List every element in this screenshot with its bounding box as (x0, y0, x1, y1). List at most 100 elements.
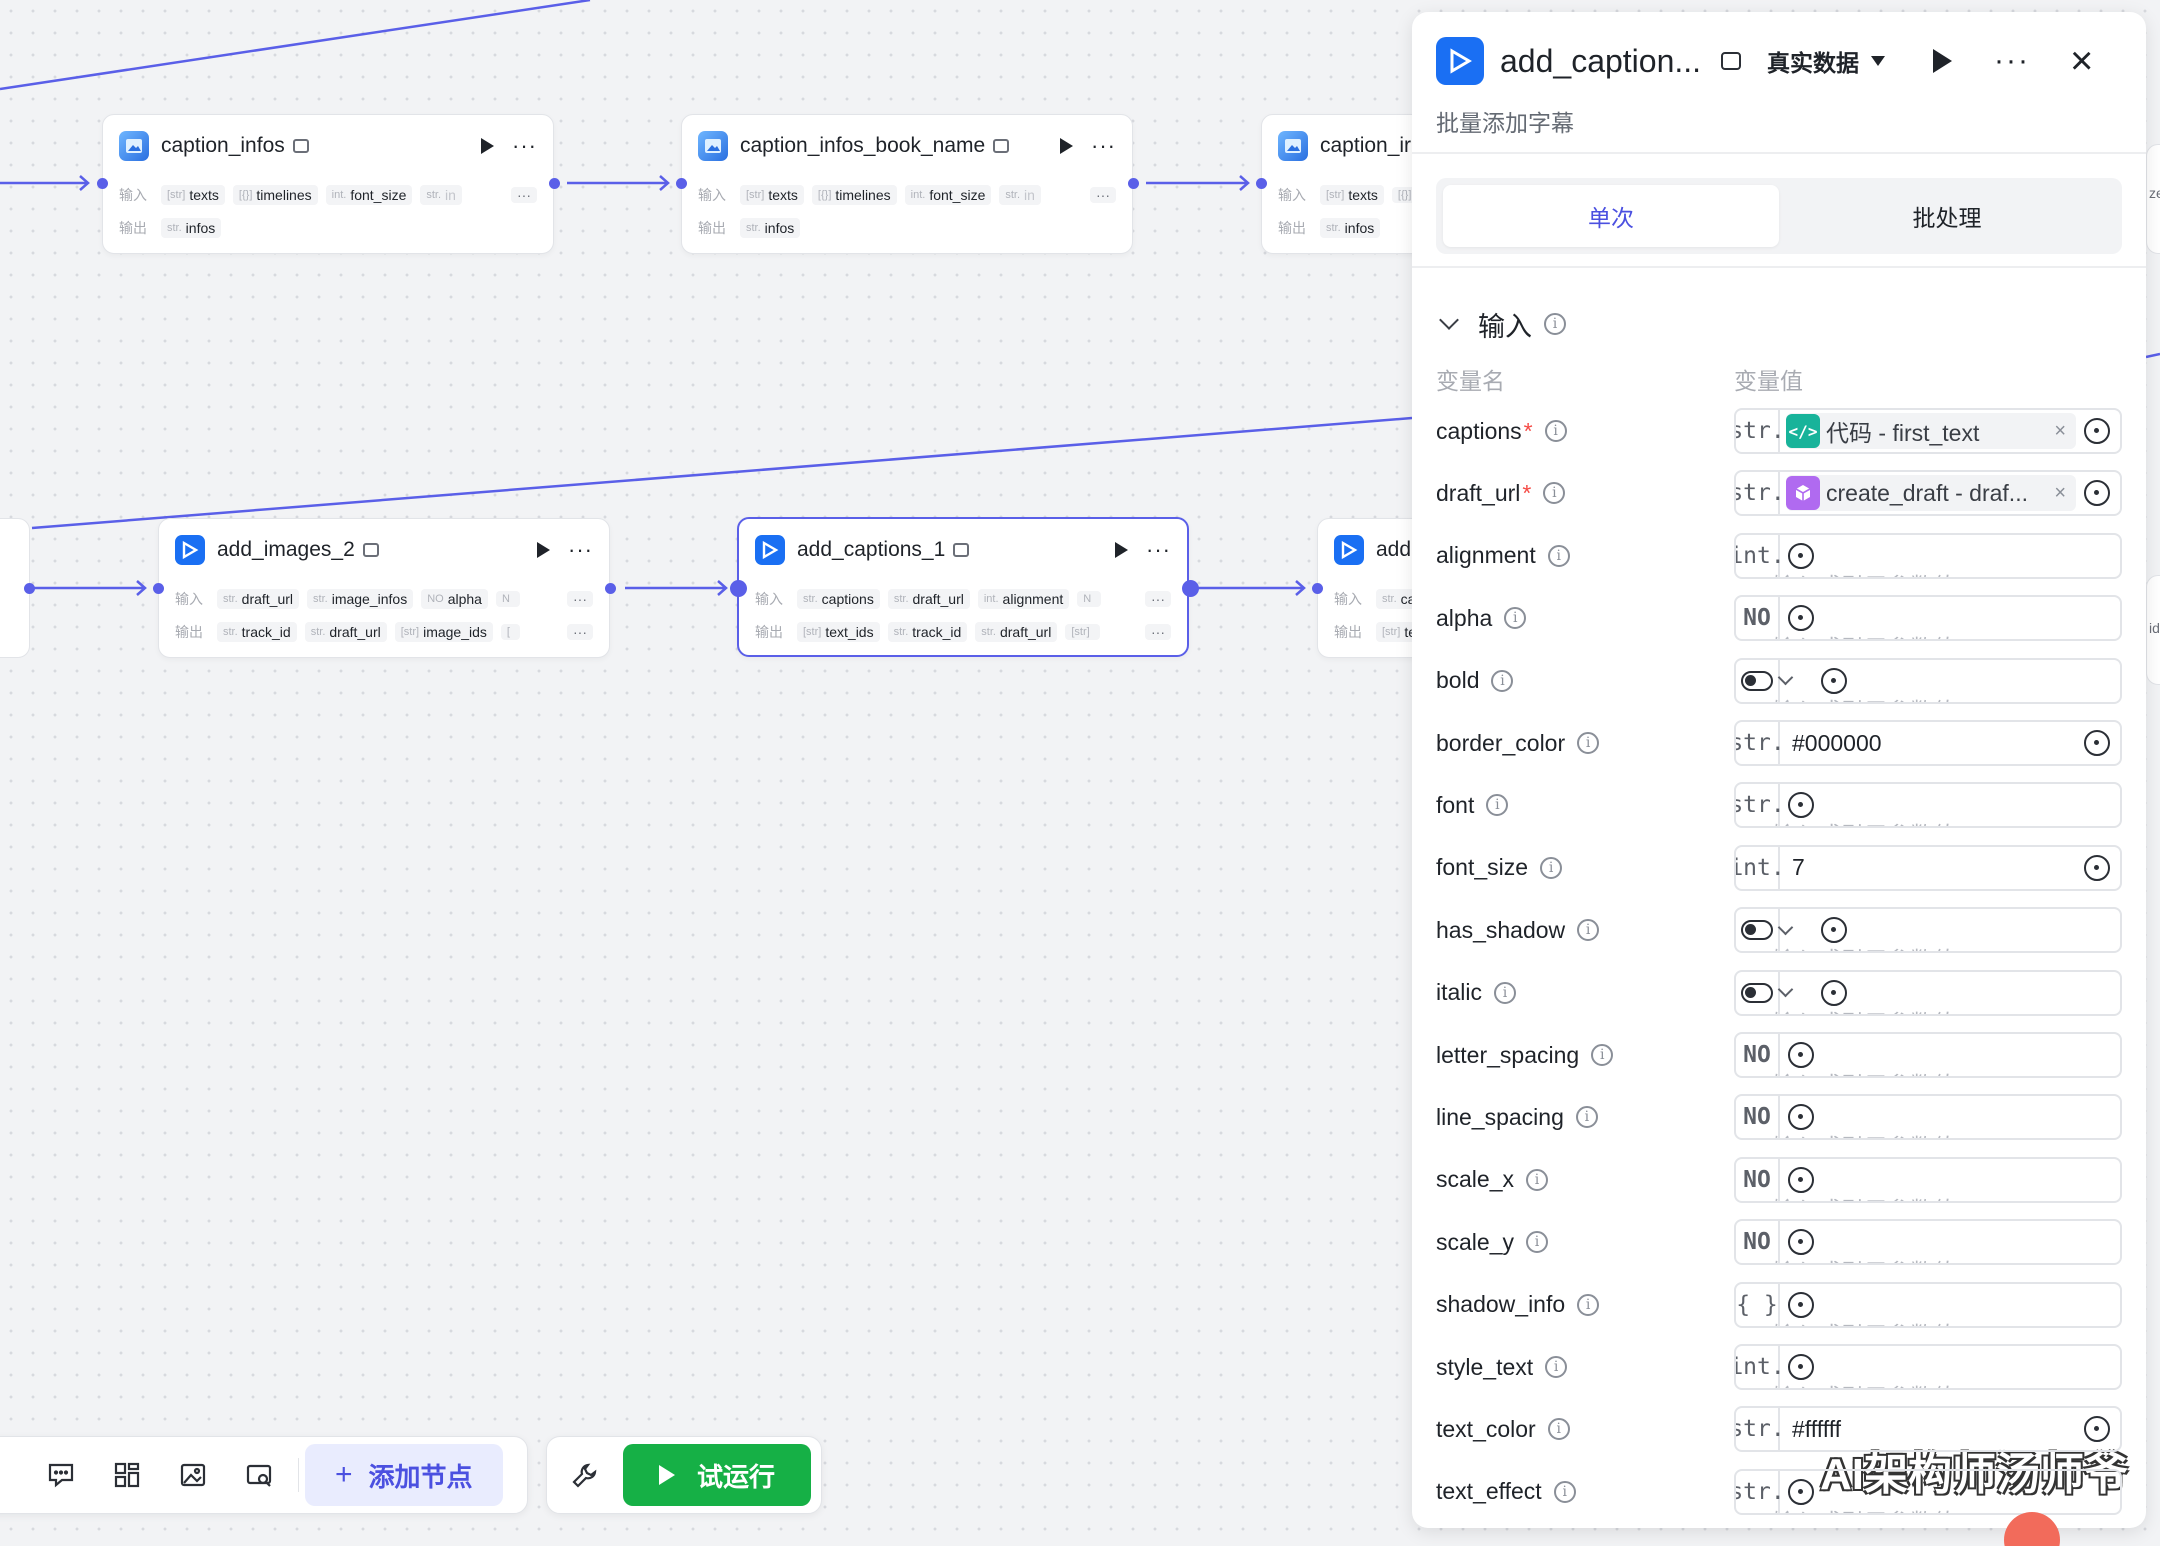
info-icon[interactable]: i (1577, 732, 1600, 754)
chevron-down-icon[interactable] (1439, 310, 1459, 330)
param-field[interactable]: int.输入或引用参数值 (1734, 532, 2122, 579)
param-field[interactable]: str.</>代码 - first_text× (1734, 408, 2122, 454)
param-value-input[interactable]: 输入或引用参数值 (1760, 684, 2096, 702)
reference-target-icon[interactable] (1788, 1104, 1814, 1131)
reference-target-icon[interactable] (1788, 1478, 1814, 1505)
param-value-input[interactable]: 输入或引用参数值 (1760, 808, 2096, 826)
grid-icon[interactable] (107, 1455, 147, 1495)
more-params-button[interactable]: ··· (567, 591, 593, 607)
run-node-icon[interactable] (1060, 138, 1074, 154)
port-out[interactable] (24, 583, 35, 594)
reference-target-icon[interactable] (1788, 792, 1814, 819)
node-add-images-2[interactable]: add_images_2 ··· 输入 str.draft_url str.im… (158, 518, 610, 658)
node-peek-right-mid[interactable]: ids (2146, 575, 2160, 685)
reference-chip[interactable]: create_draft - draf...× (1786, 475, 2076, 512)
reference-target-icon[interactable] (1788, 605, 1814, 632)
more-icon[interactable]: ··· (568, 537, 593, 562)
param-field[interactable]: { }输入或引用参数值 (1734, 1281, 2122, 1328)
param-field[interactable]: 输入或引用参数值 (1734, 969, 2122, 1016)
info-icon[interactable]: i (1547, 544, 1570, 567)
more-params-button[interactable]: ··· (1145, 624, 1171, 640)
param-value-input[interactable]: 输入或引用参数值 (1760, 1370, 2096, 1388)
info-icon[interactable]: i (1544, 313, 1566, 335)
port-in[interactable] (153, 583, 164, 594)
info-icon[interactable]: i (1543, 482, 1566, 505)
image-icon[interactable] (173, 1455, 213, 1495)
param-value-input[interactable]: 输入或引用参数值 (1760, 1245, 2096, 1263)
more-icon[interactable]: ··· (1091, 133, 1116, 158)
info-icon[interactable]: i (1544, 420, 1567, 442)
param-value-input[interactable]: 输入或引用参数值 (1760, 1183, 2096, 1201)
info-icon[interactable]: i (1494, 981, 1517, 1004)
more-params-button[interactable]: ··· (1090, 187, 1116, 203)
param-value-input[interactable]: 输入或引用参数值 (1760, 1308, 2096, 1326)
reference-target-icon[interactable] (1788, 1042, 1814, 1068)
more-icon[interactable]: ··· (512, 133, 537, 158)
reference-target-icon[interactable] (2084, 480, 2110, 507)
data-mode-select[interactable]: 真实数据 (1767, 50, 1860, 76)
param-field[interactable]: NO输入或引用参数值 (1734, 1032, 2122, 1078)
info-icon[interactable]: i (1504, 607, 1527, 630)
info-icon[interactable]: i (1547, 1418, 1570, 1441)
more-params-button[interactable]: ··· (567, 624, 593, 640)
reference-target-icon[interactable] (1788, 1291, 1814, 1318)
info-icon[interactable]: i (1545, 1356, 1568, 1378)
info-icon[interactable]: i (1486, 794, 1509, 817)
reference-target-icon[interactable] (1821, 979, 1847, 1006)
reference-target-icon[interactable] (1821, 667, 1847, 694)
param-value-input[interactable]: 7 (1792, 854, 1805, 881)
param-field[interactable]: 输入或引用参数值 (1734, 907, 2122, 954)
port-in[interactable] (1256, 178, 1267, 189)
reference-target-icon[interactable] (2084, 854, 2110, 881)
param-value-input[interactable]: #ffffff (1792, 1415, 1842, 1442)
param-value-input[interactable]: #000000 (1792, 729, 1882, 756)
param-value-input[interactable]: 输入或引用参数值 (1760, 933, 2096, 951)
more-params-button[interactable]: ··· (511, 187, 537, 203)
info-icon[interactable]: i (1591, 1044, 1614, 1066)
param-field[interactable]: int.7 (1734, 844, 2122, 891)
info-icon[interactable]: i (1540, 856, 1563, 879)
info-icon[interactable]: i (1525, 1168, 1548, 1191)
param-field[interactable]: NO输入或引用参数值 (1734, 595, 2122, 642)
comment-icon[interactable] (41, 1455, 81, 1495)
reference-target-icon[interactable] (2084, 1416, 2110, 1443)
info-icon[interactable]: i (1575, 1106, 1598, 1129)
port-out[interactable] (605, 583, 616, 594)
port-in[interactable] (97, 178, 108, 189)
reference-target-icon[interactable] (1788, 1166, 1814, 1193)
wrench-icon[interactable] (565, 1455, 605, 1495)
port-out[interactable] (1128, 178, 1139, 189)
port-out[interactable] (1182, 580, 1199, 597)
info-icon[interactable]: i (1577, 919, 1600, 942)
param-field[interactable]: 输入或引用参数值 (1734, 657, 2122, 704)
port-in[interactable] (676, 178, 687, 189)
run-icon[interactable] (1933, 49, 1953, 73)
node-peek-right-top[interactable]: ze (2146, 144, 2160, 254)
run-node-icon[interactable] (481, 138, 495, 154)
close-icon[interactable]: × (2070, 39, 2094, 83)
info-icon[interactable]: i (1553, 1480, 1576, 1503)
reference-chip[interactable]: </>代码 - first_text× (1786, 413, 2076, 449)
port-in[interactable] (1312, 583, 1323, 594)
reference-target-icon[interactable] (2084, 418, 2110, 444)
param-field[interactable]: int.输入或引用参数值 (1734, 1344, 2122, 1390)
tab-single[interactable]: 单次 (1443, 185, 1779, 247)
param-field[interactable]: str.输入或引用参数值 (1734, 1468, 2122, 1515)
run-node-icon[interactable] (1115, 542, 1129, 558)
param-value-input[interactable]: 输入或引用参数值 (1760, 1495, 2096, 1513)
clear-icon[interactable]: × (2054, 481, 2066, 504)
caret-down-icon[interactable] (1871, 56, 1886, 66)
param-value-input[interactable]: 输入或引用参数值 (1760, 996, 2096, 1014)
preview-icon[interactable] (239, 1455, 279, 1495)
node-add-captions-1[interactable]: add_captions_1 ··· 输入 str.captions str.d… (737, 517, 1189, 657)
node-caption-infos[interactable]: caption_infos ··· 输入 [str]texts [{}]time… (102, 114, 554, 254)
reference-target-icon[interactable] (1788, 1229, 1814, 1256)
add-node-button[interactable]: +添加节点 (305, 1444, 503, 1506)
param-field[interactable]: str.#000000 (1734, 720, 2122, 766)
more-icon[interactable]: ··· (1146, 537, 1171, 562)
param-field[interactable]: NO输入或引用参数值 (1734, 1094, 2122, 1141)
reference-target-icon[interactable] (2084, 730, 2110, 756)
info-icon[interactable]: i (1491, 669, 1514, 692)
port-out[interactable] (549, 178, 560, 189)
run-node-icon[interactable] (537, 542, 551, 558)
